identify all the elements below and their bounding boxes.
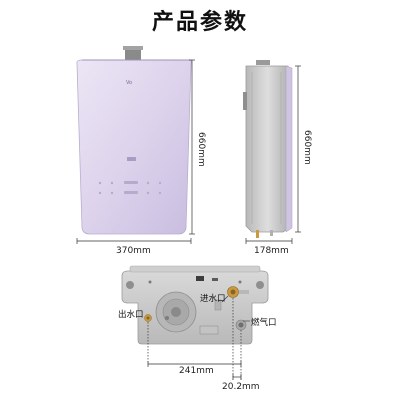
side-depth-label: 178mm bbox=[254, 246, 289, 256]
front-height-label: 660mm bbox=[196, 132, 206, 167]
front-logo: Vo bbox=[126, 80, 132, 86]
side-height-label: 660mm bbox=[302, 130, 312, 165]
offset-label: 20.2mm bbox=[222, 382, 260, 392]
front-width-dimension bbox=[76, 238, 192, 244]
front-display bbox=[127, 157, 136, 161]
front-view: Vo bbox=[76, 46, 195, 244]
water-inlet-fitting bbox=[227, 286, 249, 298]
water-outlet-label: 出水口 bbox=[118, 310, 144, 320]
side-height-dimension bbox=[295, 65, 301, 233]
gas-inlet-fitting bbox=[235, 319, 247, 331]
bottom-offset-dimension bbox=[232, 298, 242, 380]
side-body bbox=[245, 65, 290, 233]
side-depth-dimension bbox=[245, 238, 293, 244]
side-view bbox=[243, 60, 301, 244]
port-leader-lines bbox=[221, 295, 250, 322]
front-touch-buttons bbox=[98, 181, 162, 195]
front-height-dimension bbox=[189, 59, 195, 235]
front-panel bbox=[76, 59, 192, 235]
bottom-view bbox=[121, 265, 269, 380]
spacing-label: 241mm bbox=[179, 366, 214, 376]
water-inlet-label: 进水口 bbox=[200, 294, 226, 304]
gas-inlet-label: 燃气口 bbox=[251, 318, 277, 328]
water-outlet-fitting bbox=[144, 314, 152, 322]
page-title: 产品参数 bbox=[151, 10, 248, 35]
front-width-label: 370mm bbox=[116, 246, 151, 256]
bottom-spacing-dimension bbox=[147, 322, 242, 380]
front-flue bbox=[125, 48, 141, 60]
